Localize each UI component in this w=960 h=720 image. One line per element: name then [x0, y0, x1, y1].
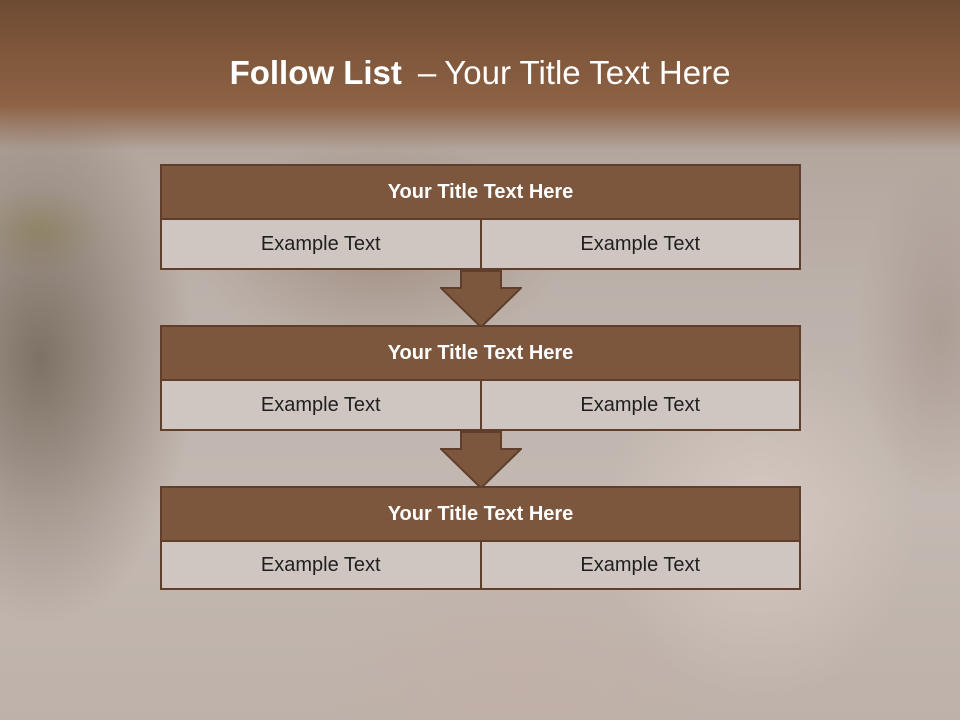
step-row: Example Text Example Text	[160, 220, 801, 270]
title-dash: –	[417, 54, 437, 91]
step-cell-left: Example Text	[162, 220, 480, 268]
step-cell-right: Example Text	[479, 542, 799, 588]
step-cell-left: Example Text	[162, 542, 480, 588]
step-cell-right: Example Text	[479, 220, 799, 268]
step-block-2: Your Title Text Here Example Text Exampl…	[160, 325, 801, 431]
step-row: Example Text Example Text	[160, 542, 801, 590]
header-band	[0, 0, 960, 150]
down-arrow-icon	[440, 431, 522, 489]
down-arrow-icon	[440, 270, 522, 328]
slide-title: Follow List–Your Title Text Here	[0, 54, 960, 92]
title-rest: Your Title Text Here	[444, 54, 731, 91]
step-cell-left: Example Text	[162, 381, 480, 429]
step-block-3: Your Title Text Here Example Text Exampl…	[160, 486, 801, 590]
step-title: Your Title Text Here	[160, 486, 801, 542]
step-title: Your Title Text Here	[160, 325, 801, 381]
step-row: Example Text Example Text	[160, 381, 801, 431]
step-cell-right: Example Text	[479, 381, 799, 429]
title-bold: Follow List	[229, 54, 402, 91]
step-block-1: Your Title Text Here Example Text Exampl…	[160, 164, 801, 270]
step-title: Your Title Text Here	[160, 164, 801, 220]
